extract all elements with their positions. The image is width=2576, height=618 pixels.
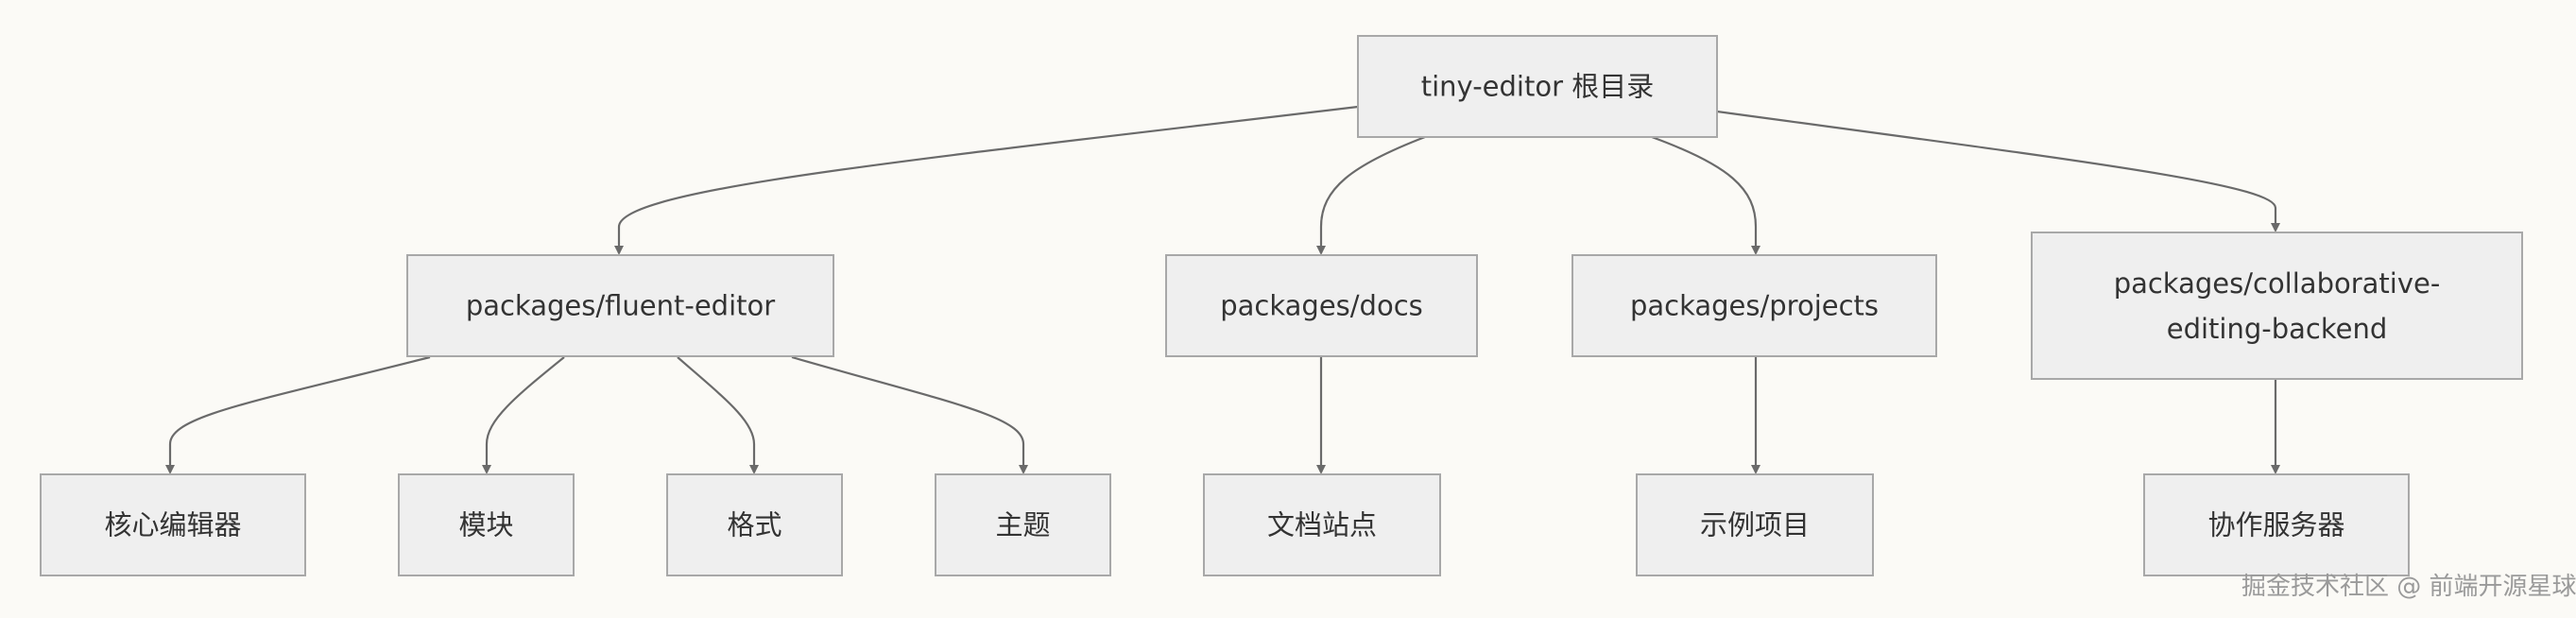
node-themes: 主题 [935, 473, 1111, 576]
edge-fluent-themes [791, 355, 1028, 474]
node-formats: 格式 [666, 473, 843, 576]
edge-root-fluent-editor [614, 105, 1359, 255]
node-docs-label: packages/docs [1220, 290, 1423, 322]
edge-root-docs [1316, 135, 1426, 255]
node-collab-server-label: 协作服务器 [2207, 509, 2344, 541]
node-themes-label: 主题 [995, 509, 1050, 541]
edge-fluent-formats [677, 356, 759, 474]
node-root-label: tiny-editor 根目录 [1421, 71, 1655, 103]
edge-root-collab [1716, 110, 2280, 232]
node-example-projects: 示例项目 [1636, 473, 1874, 576]
node-formats-label: 格式 [727, 509, 781, 541]
node-doc-site: 文档站点 [1203, 473, 1441, 576]
node-projects-label: packages/projects [1630, 290, 1879, 322]
node-root: tiny-editor 根目录 [1357, 35, 1718, 138]
node-docs: packages/docs [1165, 254, 1478, 357]
node-example-projects-label: 示例项目 [1700, 509, 1810, 541]
node-core-editor-label: 核心编辑器 [104, 509, 241, 541]
node-fluent-editor: packages/fluent-editor [406, 254, 834, 357]
node-collab-server: 协作服务器 [2143, 473, 2410, 576]
node-projects: packages/projects [1571, 254, 1937, 357]
node-doc-site-label: 文档站点 [1267, 509, 1377, 541]
node-collab-backend: packages/collaborative- editing-backend [2031, 232, 2523, 380]
edge-fluent-modules [482, 356, 565, 474]
edge-root-projects [1651, 135, 1760, 255]
edges [165, 105, 2280, 474]
node-core-editor: 核心编辑器 [40, 473, 306, 576]
node-collab-label-line2: editing-backend [2167, 313, 2388, 345]
watermark: 掘金技术社区 @ 前端开源星球 [2241, 573, 2576, 601]
node-collab-label-line1: packages/collaborative- [2114, 267, 2441, 300]
node-fluent-editor-label: packages/fluent-editor [466, 290, 775, 322]
node-modules-label: 模块 [458, 509, 513, 541]
node-modules: 模块 [398, 473, 575, 576]
edge-fluent-core-editor [165, 355, 431, 474]
